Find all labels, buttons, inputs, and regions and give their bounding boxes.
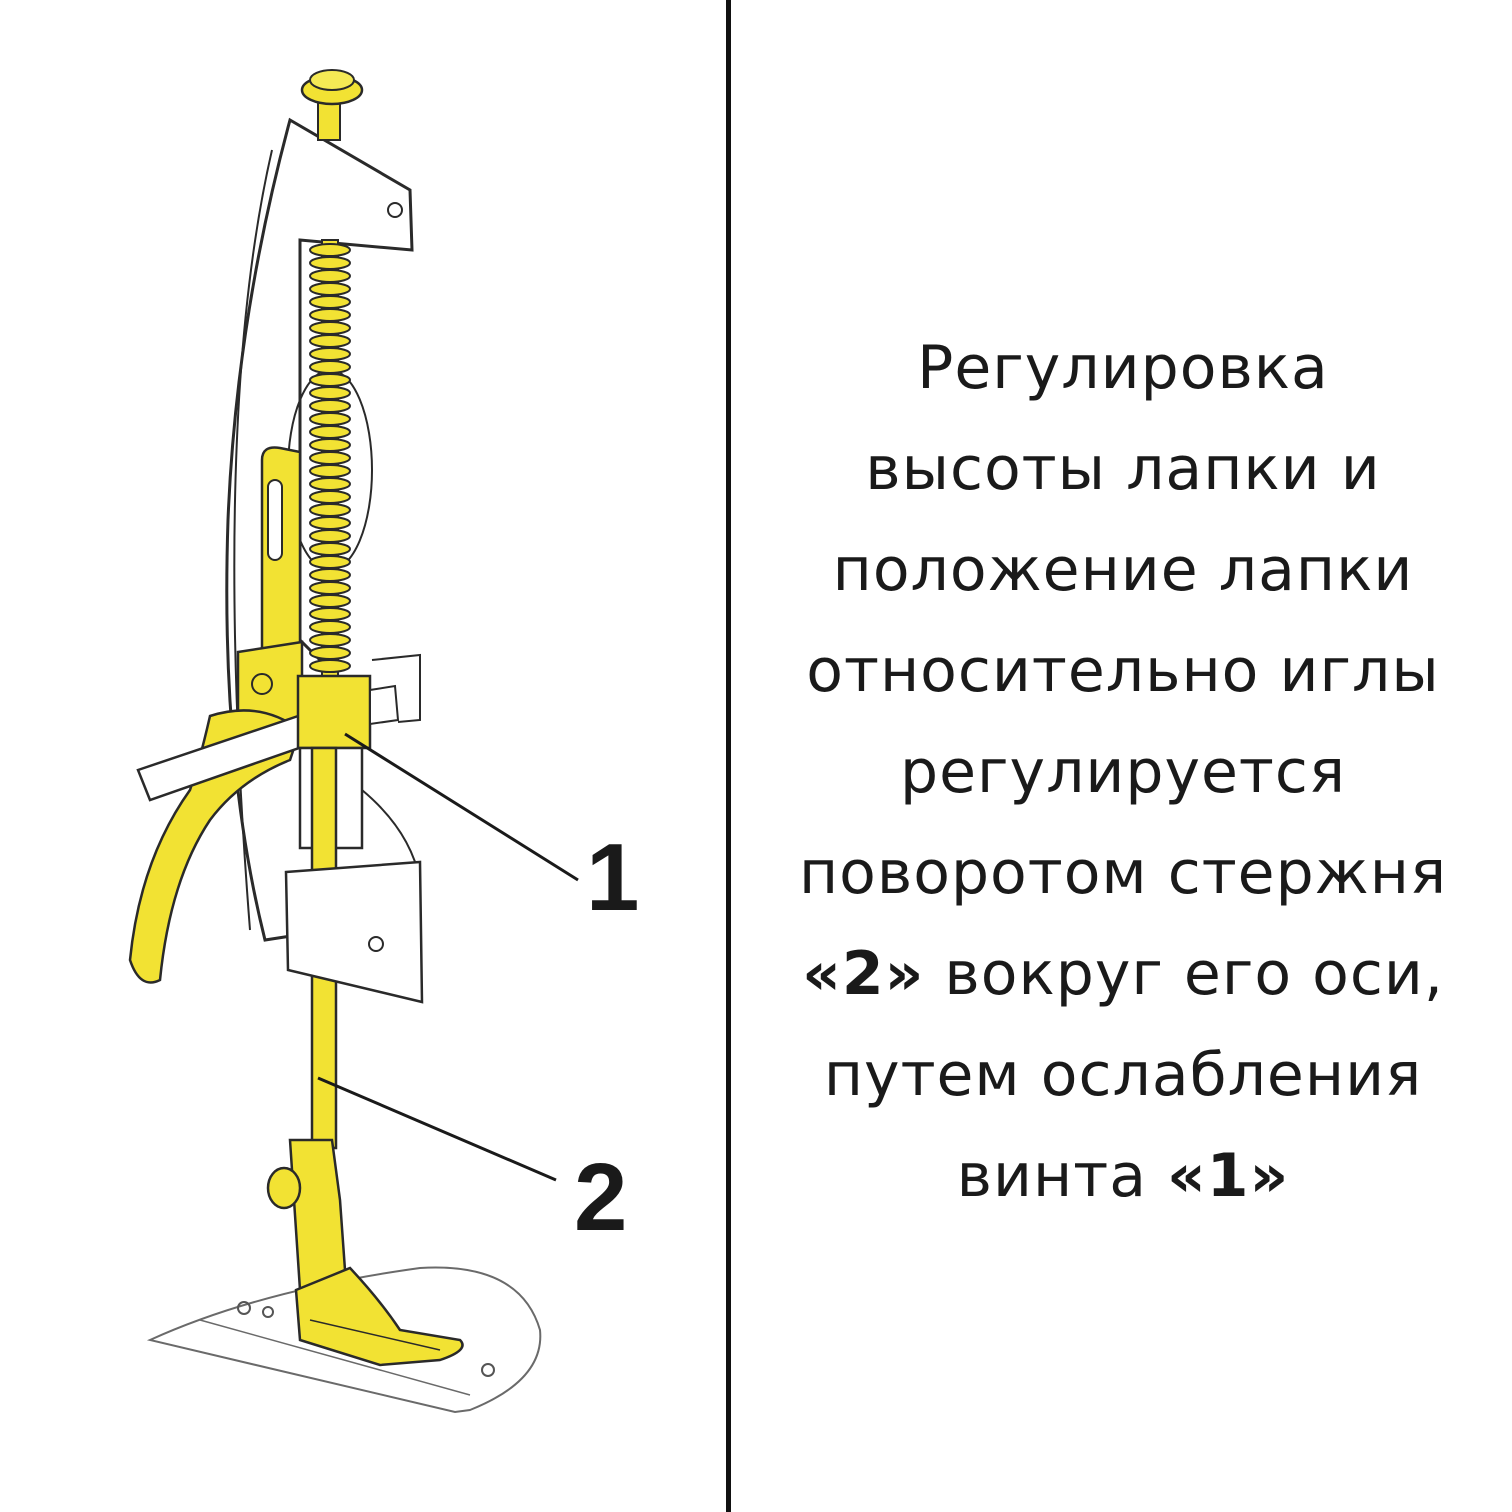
spring-coil [309,386,351,400]
presser-bar-clamp [296,674,372,750]
guide-block-lower [284,860,424,1004]
bed-plate-screw-c [481,1363,495,1377]
top-screw-knurl [309,69,355,91]
spring-coil [309,477,351,491]
spring-coil [309,373,351,387]
spring-coil [309,425,351,439]
spring-coil [309,633,351,647]
head-cover-screw [387,202,403,218]
pressure-spring [309,239,351,681]
spring-coil [309,360,351,374]
bed-plate-screw-a [237,1301,251,1315]
lifter-plate-slot [267,479,283,561]
caption-line-text: винта [956,1141,1168,1211]
foot-thumb-screw [266,1166,302,1210]
spring-coil [309,646,351,660]
caption-ref-2: «2» [802,939,925,1009]
spring-coil [309,529,351,543]
caption-line: путем ослабления [823,1040,1423,1110]
spring-coil [309,282,351,296]
caption-line: «2» вокруг его оси, [740,924,1506,1025]
spring-coil [309,594,351,608]
instruction-caption: Регулировка высоты лапки и положение лап… [740,318,1506,1227]
bed-plate-edge [199,1319,471,1396]
spring-coil [309,607,351,621]
spring-coil [309,256,351,270]
spring-coil [309,412,351,426]
spring-coil [309,568,351,582]
lifter-bracket-screw [251,673,273,695]
presser-foot-toe-line [309,1319,441,1351]
top-screw-shaft [317,99,341,141]
spring-coil [309,243,351,257]
callout-label-2: 2 [574,1144,628,1251]
spring-coil [309,308,351,322]
spring-coil [309,620,351,634]
spring-coil [309,321,351,335]
caption-line: поворотом стержня [798,838,1448,908]
spring-coil [309,347,351,361]
caption-line: винта «1» [740,1126,1506,1227]
caption-line: Регулировка [917,333,1329,403]
callout-label-1: 1 [586,824,640,931]
thread-guide [371,653,421,723]
caption-line: высоты лапки и [865,434,1381,504]
vertical-divider [726,0,731,1512]
spring-coil [309,542,351,556]
presser-foot-sole [294,1266,464,1367]
caption-line: относительно иглы [806,636,1440,706]
caption-line-text: вокруг его оси, [924,939,1444,1009]
bed-plate-screw-b [262,1306,274,1318]
spring-coil [309,516,351,530]
caption-ref-1: «1» [1167,1141,1290,1211]
caption-line: положение лапки [832,535,1414,605]
spring-coil [309,490,351,504]
guide-block-screw [368,936,384,952]
leader-line-1 [344,732,579,882]
clamp-screw [369,684,400,726]
presser-foot-illustration [128,69,579,1414]
spring-coil [309,451,351,465]
spring-coil [309,438,351,452]
spring-coil [309,659,351,673]
spring-coil [309,581,351,595]
leader-line-2 [317,1076,557,1182]
caption-line: регулируется [900,737,1346,807]
presser-foot-shank [288,1138,347,1292]
spring-coil [309,464,351,478]
spring-coil [309,503,351,517]
spring-coil [309,555,351,569]
spring-coil [309,399,351,413]
spring-coil [309,295,351,309]
spring-coil [309,269,351,283]
spring-coil [309,334,351,348]
